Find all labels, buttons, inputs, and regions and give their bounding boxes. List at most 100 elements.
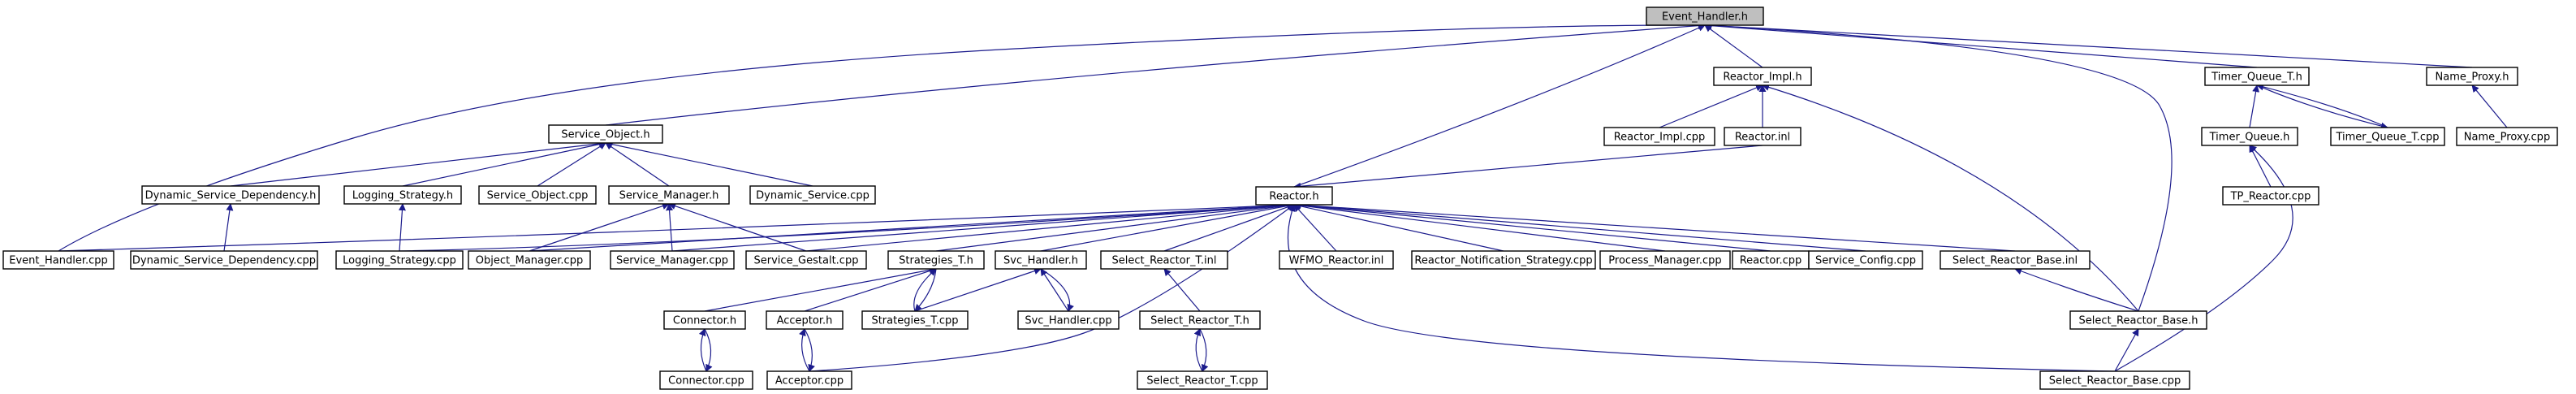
node-svc-handler-cpp[interactable]: Svc_Handler.cpp xyxy=(1017,310,1120,330)
node-reactor-cpp[interactable]: Reactor.cpp xyxy=(1732,250,1810,270)
edge-service_manager_h-to-service_object_h xyxy=(605,142,670,187)
node-service-object-cpp[interactable]: Service_Object.cpp xyxy=(478,185,597,205)
node-dynamic-service-dependency-h[interactable]: Dynamic_Service_Dependency.h xyxy=(141,185,320,205)
edge-event_handler_cpp-to-event_handler_h xyxy=(58,21,1706,252)
node-label: Reactor_Impl.h xyxy=(1723,71,1801,84)
node-select-reactor-base-h[interactable]: Select_Reactor_Base.h xyxy=(2069,310,2207,330)
node-label: Logging_Strategy.cpp xyxy=(343,255,456,267)
node-label: Service_Object.h xyxy=(561,129,649,141)
node-acceptor-cpp[interactable]: Acceptor.cpp xyxy=(766,370,852,390)
node-reactor-inl[interactable]: Reactor.inl xyxy=(1724,127,1801,146)
edge-reactor_notification_strategy_cpp-to-reactor_h xyxy=(1293,202,1504,252)
node-select-reactor-t-cpp[interactable]: Select_Reactor_T.cpp xyxy=(1137,370,1268,390)
node-service-manager-cpp[interactable]: Service_Manager.cpp xyxy=(610,250,735,270)
node-label: Select_Reactor_T.h xyxy=(1150,315,1249,327)
node-label: Select_Reactor_Base.h xyxy=(2078,315,2198,327)
node-box xyxy=(659,370,753,390)
node-reactor-notification-strategy-cpp[interactable]: Reactor_Notification_Strategy.cpp xyxy=(1411,250,1596,270)
node-box xyxy=(766,310,844,330)
edge-select_reactor_t_cpp-to-select_reactor_t_h xyxy=(1193,328,1203,372)
node-box xyxy=(2330,127,2445,146)
node-service-gestalt-cpp[interactable]: Service_Gestalt.cpp xyxy=(745,250,867,270)
edge-event_handler_cpp-to-reactor_h xyxy=(58,201,1295,252)
edge-strategies_t_h-to-reactor_h xyxy=(935,201,1295,252)
node-box xyxy=(335,250,464,270)
node-box xyxy=(1603,127,1715,146)
node-label: Svc_Handler.h xyxy=(1003,255,1078,267)
node-label: TP_Reactor.cpp xyxy=(2230,191,2311,203)
node-dynamic-service-dependency-cpp[interactable]: Dynamic_Service_Dependency.cpp xyxy=(130,250,318,270)
node-service-manager-h[interactable]: Service_Manager.h xyxy=(608,185,730,205)
node-tp-reactor-cpp[interactable]: TP_Reactor.cpp xyxy=(2222,186,2319,206)
node-name-proxy-cpp[interactable]: Name_Proxy.cpp xyxy=(2456,127,2558,146)
node-svc-handler-h[interactable]: Svc_Handler.h xyxy=(995,250,1087,270)
node-connector-h[interactable]: Connector.h xyxy=(663,310,746,330)
node-label: Select_Reactor_T.inl xyxy=(1111,255,1216,267)
node-reactor-h[interactable]: Reactor.h xyxy=(1255,186,1333,206)
node-select-reactor-t-inl[interactable]: Select_Reactor_T.inl xyxy=(1100,250,1228,270)
node-object-manager-cpp[interactable]: Object_Manager.cpp xyxy=(468,250,591,270)
node-service-config-cpp[interactable]: Service_Config.cpp xyxy=(1808,250,1923,270)
node-timer-queue-h[interactable]: Timer_Queue.h xyxy=(2201,127,2298,146)
node-timer-queue-t-cpp[interactable]: Timer_Queue_T.cpp xyxy=(2330,127,2445,146)
node-timer-queue-t-h[interactable]: Timer_Queue_T.h xyxy=(2204,67,2310,86)
node-label: Dynamic_Service.cpp xyxy=(756,190,869,202)
edge-acceptor_h-to-strategies_t_h xyxy=(804,267,937,312)
node-label: Process_Manager.cpp xyxy=(1608,255,1721,267)
node-label: Strategies_T.h xyxy=(899,255,973,267)
node-label: Service_Manager.h xyxy=(619,190,719,202)
node-label: Select_Reactor_T.cpp xyxy=(1146,375,1258,388)
node-label: Event_Handler.h xyxy=(1662,11,1748,24)
node-strategies-t-cpp[interactable]: Strategies_T.cpp xyxy=(861,310,969,330)
node-logging-strategy-cpp[interactable]: Logging_Strategy.cpp xyxy=(335,250,464,270)
edge-tp_reactor_cpp-to-timer_queue_h xyxy=(2249,145,2272,188)
node-box xyxy=(749,185,876,205)
node-box xyxy=(1411,250,1596,270)
node-label: Object_Manager.cpp xyxy=(476,255,583,267)
edge-select_reactor_base_cpp-to-timer_queue_h xyxy=(2114,145,2293,372)
node-name-proxy-h[interactable]: Name_Proxy.h xyxy=(2426,67,2518,86)
edge-service_manager_cpp-to-service_manager_h xyxy=(666,203,674,252)
node-box xyxy=(1599,250,1731,270)
node-box xyxy=(1255,186,1333,206)
node-process-manager-cpp[interactable]: Process_Manager.cpp xyxy=(1599,250,1731,270)
edge-dynamic_service_dependency_cpp-to-dynamic_service_dependency_h xyxy=(223,203,234,252)
node-service-object-h[interactable]: Service_Object.h xyxy=(548,124,663,144)
node-box xyxy=(887,250,985,270)
node-dynamic-service-cpp[interactable]: Dynamic_Service.cpp xyxy=(749,185,876,205)
edge-select_reactor_base_cpp-to-select_reactor_base_h xyxy=(2114,328,2139,372)
node-connector-cpp[interactable]: Connector.cpp xyxy=(659,370,753,390)
node-box xyxy=(2201,127,2298,146)
edge-name_proxy_h-to-event_handler_h xyxy=(1704,21,2473,68)
node-reactor-impl-cpp[interactable]: Reactor_Impl.cpp xyxy=(1603,127,1715,146)
node-logging-strategy-h[interactable]: Logging_Strategy.h xyxy=(343,185,462,205)
node-select-reactor-base-inl[interactable]: Select_Reactor_Base.inl xyxy=(1940,250,2091,270)
edge-name_proxy_cpp-to-name_proxy_h xyxy=(2471,84,2508,128)
node-label: Reactor.h xyxy=(1269,191,1318,203)
node-event-handler-cpp[interactable]: Event_Handler.cpp xyxy=(2,250,114,270)
node-event-handler-h[interactable]: Event_Handler.h xyxy=(1646,6,1764,26)
node-select-reactor-t-h[interactable]: Select_Reactor_T.h xyxy=(1139,310,1261,330)
edge-acceptor_h-to-acceptor_cpp xyxy=(804,328,815,372)
node-box xyxy=(141,185,320,205)
edge-reactor_h-to-event_handler_h xyxy=(1293,24,1706,188)
node-strategies-t-h[interactable]: Strategies_T.h xyxy=(887,250,985,270)
edge-timer_queue_t_h-to-timer_queue_t_cpp xyxy=(2256,84,2388,130)
node-reactor-impl-h[interactable]: Reactor_Impl.h xyxy=(1713,67,1812,86)
edge-reactor_inl-to-reactor_h xyxy=(1293,145,1763,190)
node-box xyxy=(2456,127,2558,146)
node-acceptor-h[interactable]: Acceptor.h xyxy=(766,310,844,330)
node-box xyxy=(1137,370,1268,390)
edge-layer xyxy=(58,21,2508,372)
node-select-reactor-base-cpp[interactable]: Select_Reactor_Base.cpp xyxy=(2039,370,2190,390)
node-label: Dynamic_Service_Dependency.h xyxy=(145,190,317,202)
edge-timer_queue_t_h-to-event_handler_h xyxy=(1704,22,2258,68)
node-label: Timer_Queue_T.h xyxy=(2211,71,2302,84)
edge-logging_strategy_cpp-to-logging_strategy_h xyxy=(398,203,406,252)
node-label: Service_Manager.cpp xyxy=(616,255,728,267)
node-box xyxy=(995,250,1087,270)
edge-object_manager_cpp-to-reactor_h xyxy=(529,201,1295,252)
node-wfmo-reactor-inl[interactable]: WFMO_Reactor.inl xyxy=(1279,250,1394,270)
node-label: Connector.cpp xyxy=(668,375,744,388)
node-box xyxy=(663,310,746,330)
